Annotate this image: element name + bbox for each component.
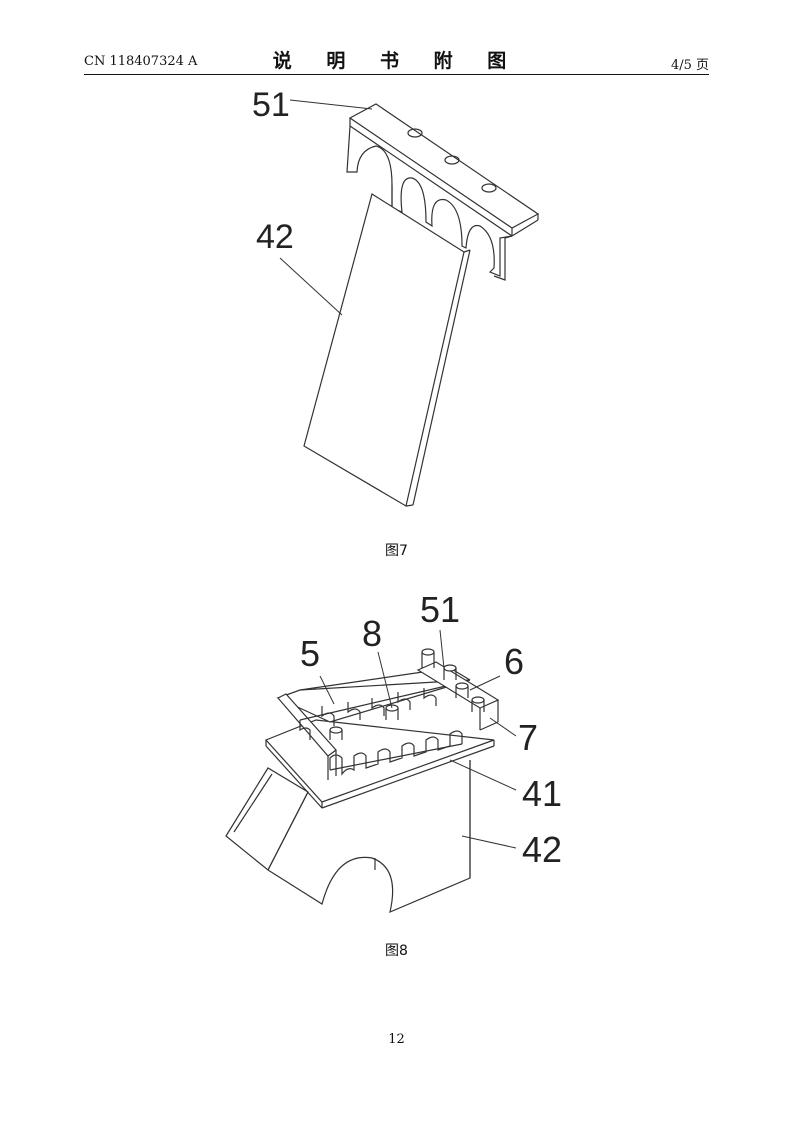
header-title: 说 明 书 附 图 (272, 50, 521, 72)
page-header: CN 118407324 A 说 明 书 附 图 4/5 页 (84, 46, 709, 75)
figure-8-drawing: 5 8 51 6 7 41 42 (225, 589, 562, 914)
header-page: 4/5 页 (670, 58, 709, 73)
fig7-label-51: 51 (252, 86, 290, 124)
figure-8-caption: 图8 (385, 943, 408, 959)
fig8-label-41: 41 (522, 773, 562, 814)
figure-7-drawing: 51 42 (252, 86, 540, 507)
figure-7-caption: 图7 (385, 543, 408, 559)
fig8-label-7: 7 (518, 717, 538, 758)
patent-number: CN 118407324 A (84, 54, 198, 69)
fig8-label-51: 51 (420, 589, 460, 630)
fig8-label-5: 5 (300, 633, 320, 674)
fig7-label-42: 42 (256, 218, 294, 256)
page-number: 12 (388, 1032, 405, 1047)
fig8-label-6: 6 (504, 641, 524, 682)
fig8-label-42: 42 (522, 829, 562, 870)
fig8-label-8: 8 (362, 613, 382, 654)
